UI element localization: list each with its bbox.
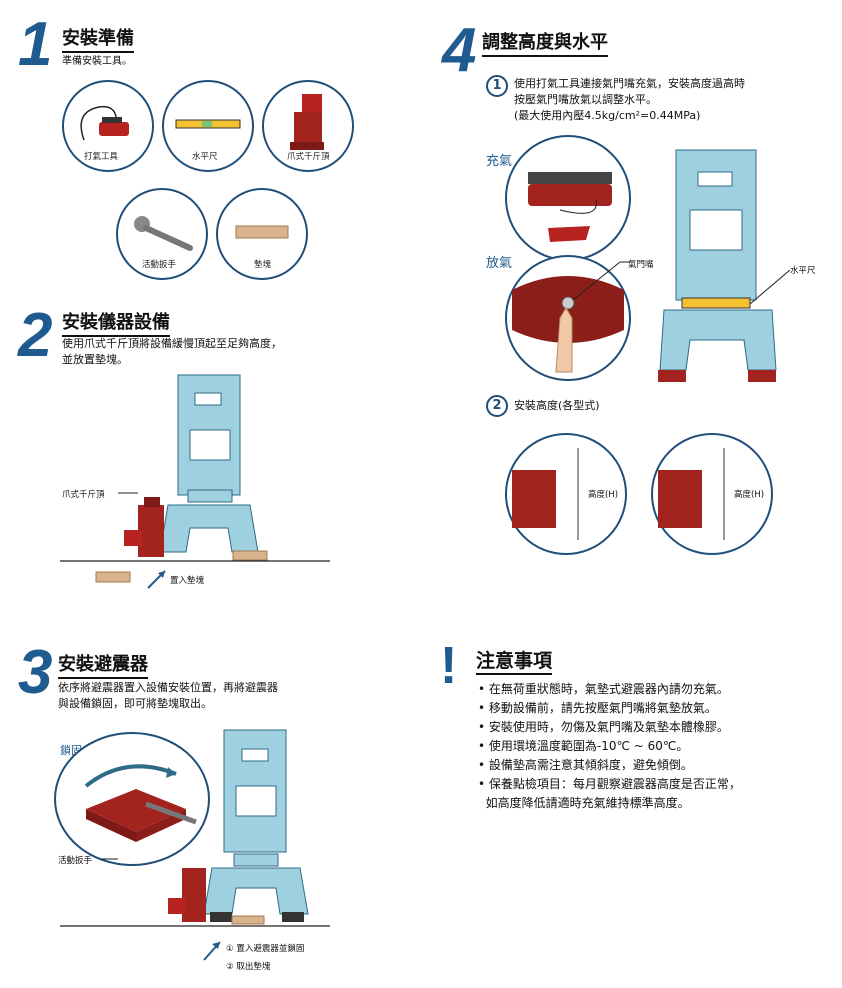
note-item: • 保養點檢項目：每月觀察避震器高度是否正常， — [478, 777, 741, 791]
step3-detail-circle — [54, 732, 210, 866]
spirit-level-icon — [175, 119, 241, 129]
step4-sub1-line2: 按壓氣門嘴放氣以調整水平。 — [514, 93, 657, 106]
tool-pad-label: 墊塊 — [252, 258, 274, 270]
step2-title: 安裝儀器設備 — [62, 312, 170, 337]
tool-level-label: 水平尺 — [190, 150, 220, 162]
step3-desc-line2: 與設備鎖固，即可將墊塊取出。 — [58, 697, 212, 710]
tool-pump-circle — [62, 80, 154, 172]
step3-title: 安裝避震器 — [58, 654, 148, 679]
notes-mark: ! — [440, 637, 458, 695]
height-label-a: 高度(H) — [588, 490, 619, 500]
step2-pad-label: 置入墊塊 — [170, 576, 205, 586]
claw-jack-icon — [290, 94, 324, 150]
tool-wrench-circle — [116, 188, 208, 280]
step3-desc-line1: 依序將避震器置入設備安裝位置，再將避震器 — [58, 681, 278, 694]
step3-number: 3 — [18, 638, 53, 707]
note-item: • 移動設備前，請先按壓氣門嘴將氣墊放氣。 — [478, 701, 717, 715]
step1-desc: 準備安裝工具。 — [62, 56, 132, 67]
step3-step1: ① 置入避震器並鎖固 — [226, 944, 305, 954]
note-item: • 在無荷重狀態時，氣墊式避震器內請勿充氣。 — [478, 682, 729, 696]
inflate-label: 充氣 — [486, 154, 513, 169]
wood-block-icon — [235, 225, 289, 239]
step2-jack-label: 爪式千斤頂 — [62, 490, 105, 500]
notes-list: • 在無荷重狀態時，氣墊式避震器內請勿充氣。 • 移動設備前，請先按壓氣門嘴將氣… — [478, 680, 741, 813]
step3-wrench-label: 活動扳手 — [58, 856, 93, 866]
step4-number: 4 — [442, 16, 477, 85]
step4-sub1-badge: 1 — [486, 74, 508, 97]
note-item: • 使用環境溫度範圍為-10℃ ~ 60℃。 — [478, 739, 689, 753]
step1-title: 安裝準備 — [62, 28, 134, 53]
step2-number: 2 — [18, 301, 53, 370]
tool-wrench-label: 活動扳手 — [140, 258, 179, 270]
step4-sub1-line1: 使用打氣工具連接氣門嘴充氣，安裝高度過高時 — [514, 77, 745, 90]
step4-sub2-title: 安裝高度(各型式) — [514, 399, 600, 412]
tool-pump-label: 打氣工具 — [82, 150, 121, 162]
step4-title: 調整高度與水平 — [482, 32, 608, 57]
height-label-b: 高度(H) — [734, 490, 765, 500]
deflate-label: 放氣 — [486, 256, 513, 271]
step3-step2: ② 取出墊塊 — [226, 962, 271, 972]
step4-sub1-line3: (最大使用內壓4.5kg/cm²=0.44MPa) — [514, 109, 701, 122]
step2-desc-line2: 並放置墊塊。 — [62, 353, 128, 366]
level-label: 水平尺 — [790, 266, 816, 276]
valve-label: 氣門嘴 — [628, 260, 654, 270]
note-item: • 設備墊高需注意其傾斜度，避免傾倒。 — [478, 758, 693, 772]
damper-lock-icon — [84, 764, 197, 842]
note-item: • 安裝使用時，勿傷及氣門嘴及氣墊本體橡膠。 — [478, 720, 729, 734]
notes-title: 注意事項 — [476, 650, 553, 675]
step1-number: 1 — [18, 10, 53, 79]
note-item: 如高度降低請適時充氣維持標準高度。 — [485, 796, 690, 810]
step2-desc-line1: 使用爪式千斤頂將設備緩慢頂起至足夠高度， — [62, 337, 282, 350]
wrench-icon — [134, 216, 193, 251]
tool-jack-label: 爪式千斤頂 — [285, 150, 332, 162]
foot-pump-icon — [80, 105, 129, 141]
step4-sub2-badge: 2 — [486, 394, 508, 417]
